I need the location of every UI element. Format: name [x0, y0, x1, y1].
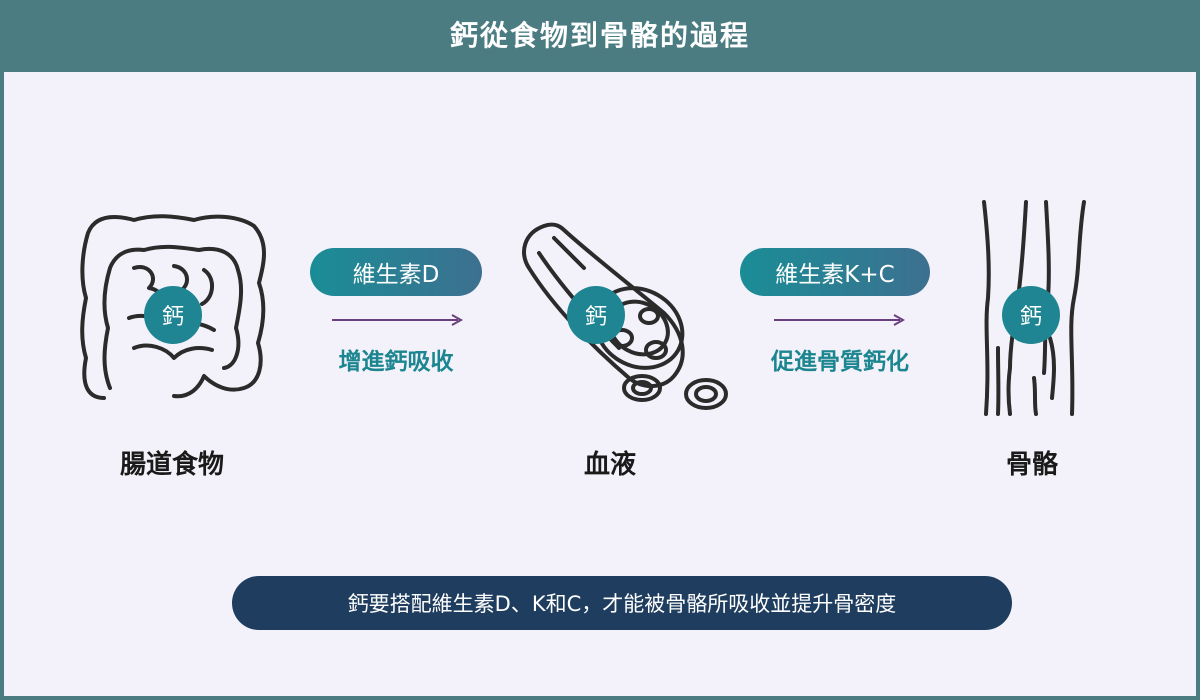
transition-caption-absorb: 增進鈣吸收 [338, 349, 454, 375]
transition-caption-calcify: 促進骨質鈣化 [771, 349, 909, 375]
title-bar: 鈣從食物到骨骼的過程 [0, 0, 1200, 68]
vitamin-kc-pill: 維生素K+C [740, 248, 930, 296]
arrow-right-icon [774, 314, 906, 326]
stage-label-blood: 血液 [583, 450, 636, 480]
page-title: 鈣從食物到骨骼的過程 [449, 19, 750, 52]
vitamin-d-pill: 維生素D [310, 248, 482, 296]
calcium-badge: 鈣 [144, 286, 202, 344]
calcium-badge: 鈣 [1002, 286, 1060, 344]
diagram-panel: 鈣 腸道食物 維生素D 增進鈣吸收 鈣 血液 維生素K+C 促進骨質鈣化 [4, 72, 1196, 696]
stage-label-intestine: 腸道食物 [119, 450, 224, 480]
arrow-right-icon [332, 314, 464, 326]
calcium-badge: 鈣 [567, 286, 625, 344]
summary-banner: 鈣要搭配維生素D、K和C，才能被骨骼所吸收並提升骨密度 [232, 576, 1012, 630]
stage-label-bone: 骨骼 [1005, 450, 1058, 480]
